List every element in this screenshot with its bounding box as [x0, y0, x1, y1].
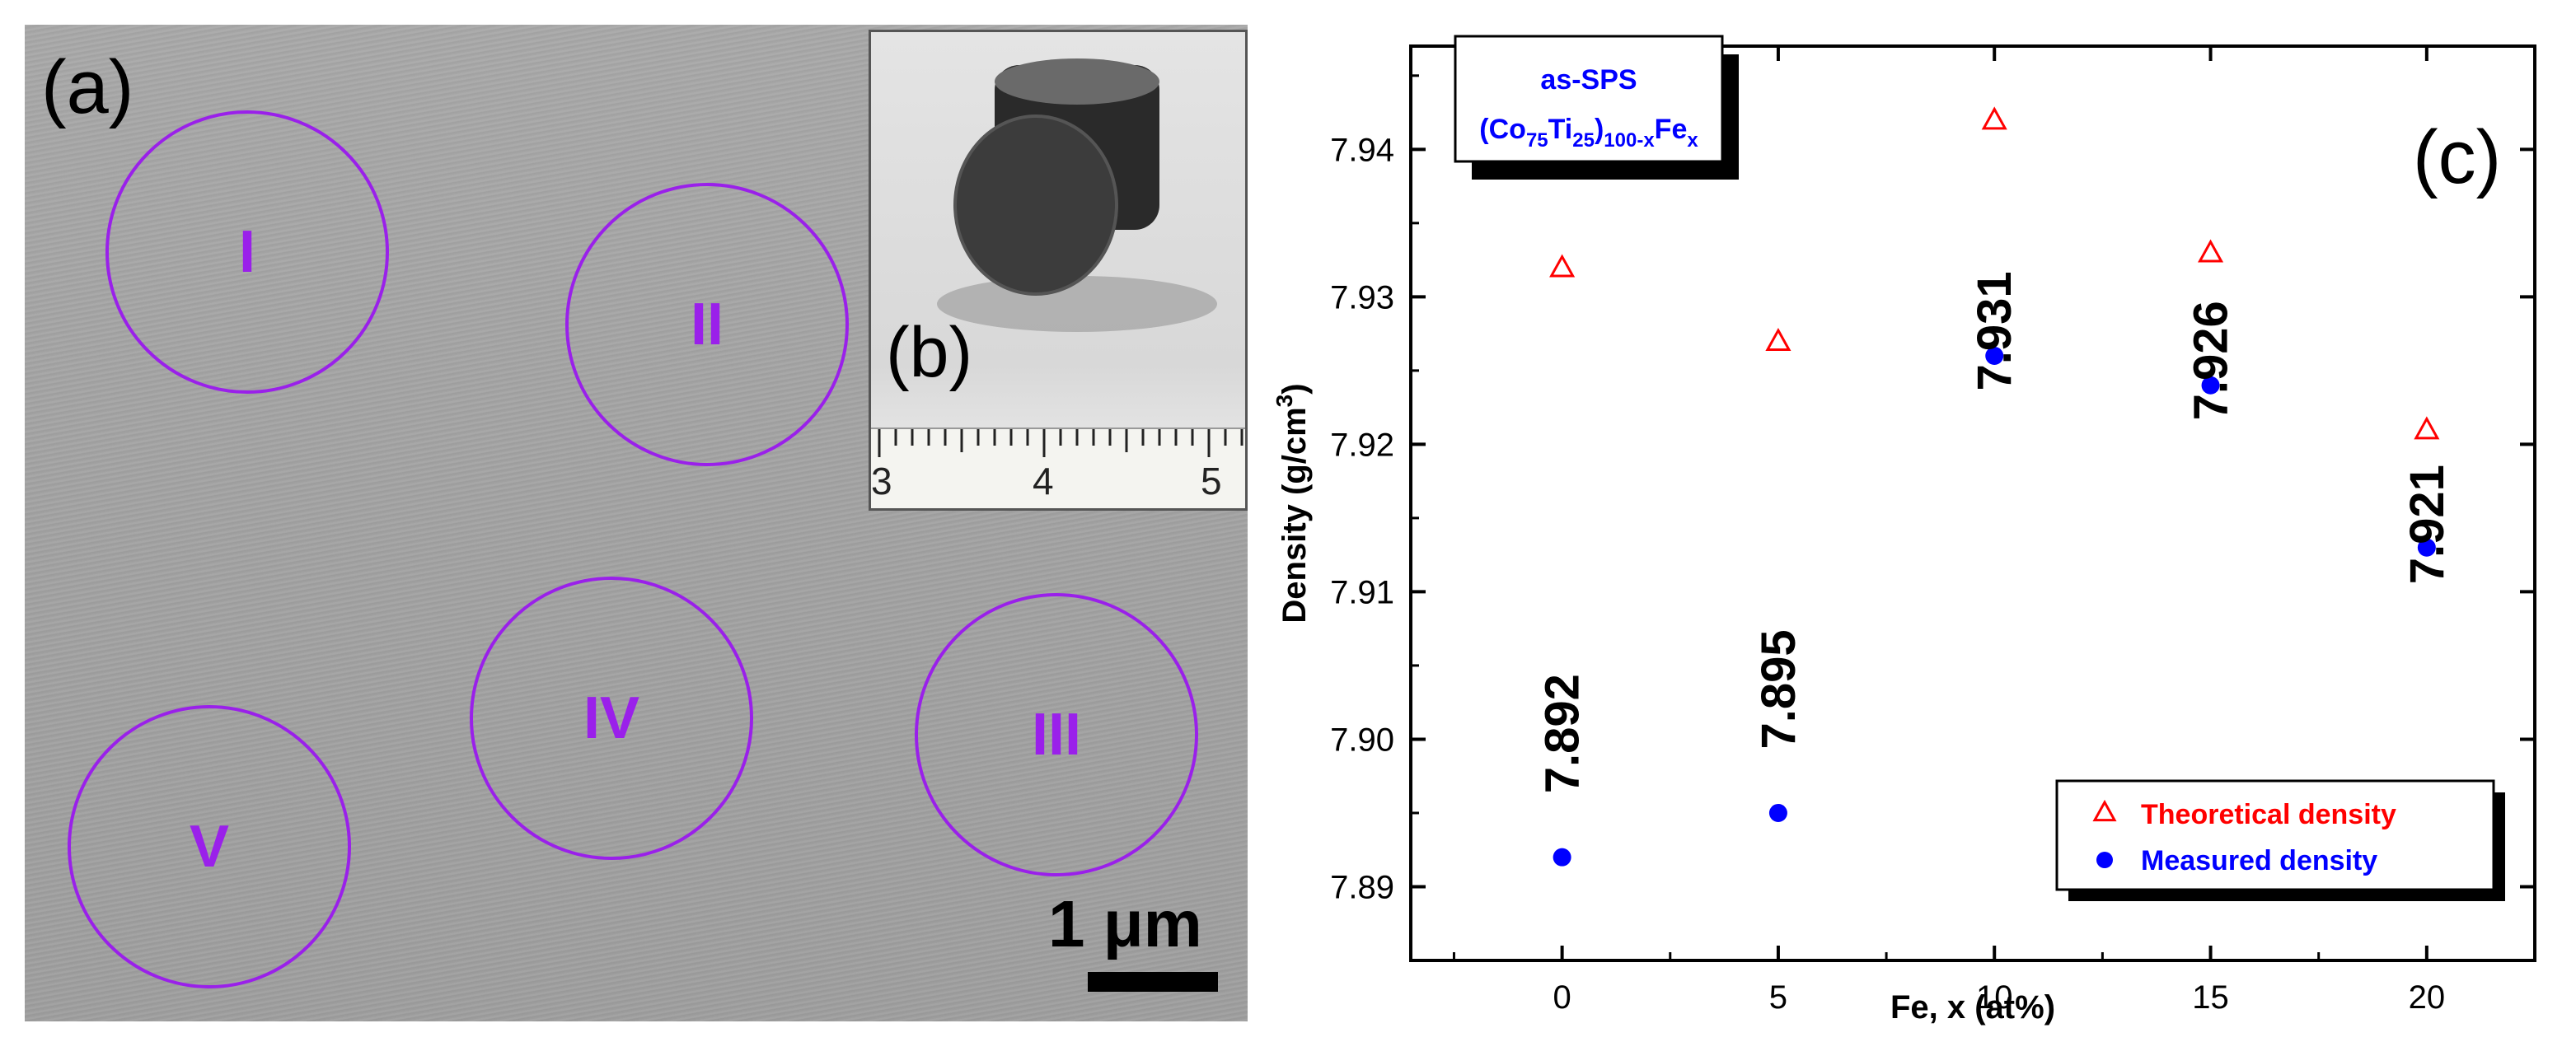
x-tick-label: 20: [2409, 979, 2446, 1016]
theoretical-density-point: [1765, 327, 1791, 351]
region-label-iv: IV: [583, 685, 640, 751]
region-circle-iii: III: [915, 593, 1198, 876]
measured-density-point: [2417, 538, 2436, 557]
legend-measured-label: Measured density: [2141, 845, 2377, 876]
x-tick-label: 15: [2192, 979, 2229, 1016]
measured-density-point: [1768, 803, 1787, 822]
ruler-ticks: [878, 429, 1244, 457]
region-circle-iv: IV: [470, 577, 753, 860]
measured-value-label: 7.921: [2400, 465, 2454, 584]
legend-measured-marker: [2096, 852, 2113, 868]
ruler-label-4: 4: [1033, 460, 1054, 502]
theoretical-density-point: [1981, 106, 2007, 130]
title-line-1: as-SPS: [1540, 64, 1637, 96]
x-axis-label: Fe, x (at%): [1890, 989, 2055, 1026]
x-tick-label: 0: [1553, 979, 1571, 1016]
region-circle-v: V: [68, 705, 351, 988]
legend-box: [2055, 779, 2495, 891]
y-tick-label: 7.93: [1330, 279, 1394, 315]
title-line-2: (Co75Ti25)100-xFex: [1479, 114, 1698, 152]
legend-theoretical-label: Theoretical density: [2141, 799, 2396, 830]
panel-b-label: (b): [886, 313, 973, 392]
region-circle-i: I: [105, 110, 389, 394]
plot-frame: [1409, 44, 2536, 962]
theoretical-density-point: [2414, 416, 2440, 440]
ruler-label-3: 3: [871, 460, 892, 502]
measured-density-point: [1553, 848, 1571, 867]
y-axis-label: Density (g/cm3): [1272, 383, 1313, 623]
legend-theoretical-marker: [2092, 799, 2117, 822]
y-tick-label: 7.90: [1330, 722, 1394, 758]
y-tick-label: 7.91: [1330, 574, 1394, 610]
region-circle-ii: II: [565, 183, 849, 466]
title-box: [1454, 35, 1724, 163]
scale-bar-label: 1 μm: [1048, 887, 1202, 960]
y-tick-label: 7.94: [1330, 132, 1394, 168]
scale-bar: [1088, 972, 1218, 992]
region-label-ii: II: [690, 292, 724, 357]
region-label-i: I: [238, 219, 255, 285]
ruler: 3 4 5: [871, 428, 1245, 508]
y-tick-label: 7.92: [1330, 427, 1394, 463]
measured-density-point: [1985, 346, 2004, 365]
measured-value-label: 7.892: [1536, 674, 1590, 793]
measured-value-label: 7.926: [2185, 301, 2238, 420]
region-label-iii: III: [1031, 702, 1081, 768]
theoretical-density-point: [2197, 239, 2224, 263]
ruler-label-5: 5: [1201, 460, 1222, 502]
sample-cylinder-picture: [937, 58, 1217, 332]
sample-photo-inset: (b) 3 4 5: [869, 30, 1248, 511]
measured-value-label: 7.895: [1752, 629, 1806, 749]
x-tick-label: 10: [1976, 979, 2013, 1016]
y-tick-label: 7.89: [1330, 869, 1394, 905]
theoretical-density-point: [1549, 254, 1576, 278]
measured-density-point: [2201, 376, 2220, 395]
x-tick-label: 5: [1769, 979, 1787, 1016]
panel-c-label: (c): [2413, 115, 2501, 199]
region-label-v: V: [189, 814, 230, 880]
measured-value-label: 7.931: [1968, 271, 2021, 390]
panel-a-label: (a): [41, 45, 134, 129]
